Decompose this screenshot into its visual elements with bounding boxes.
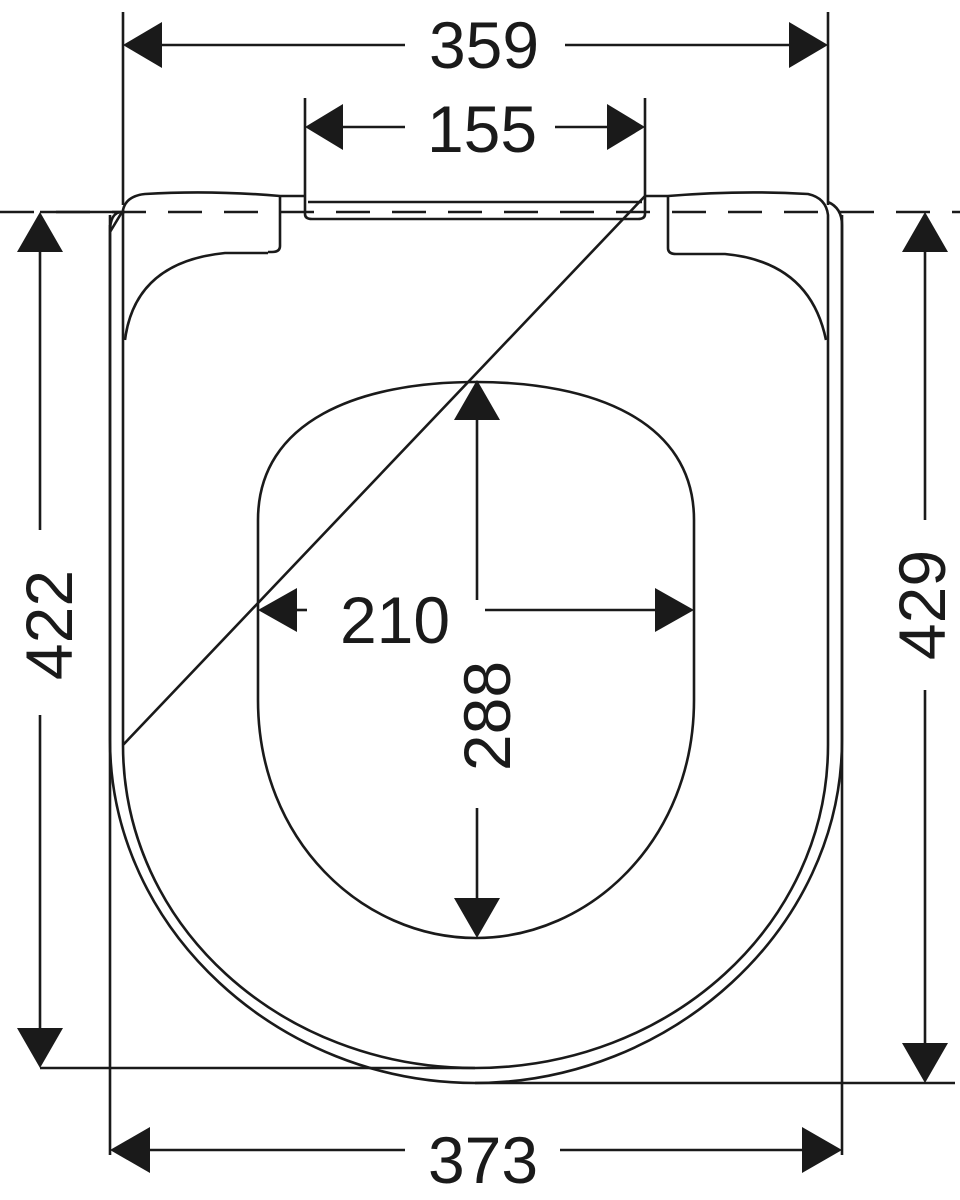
dimension-422: 422	[12, 210, 125, 1068]
dimension-label-359: 359	[429, 8, 539, 82]
extension-lines	[40, 12, 955, 1155]
dimension-155: 155	[305, 92, 645, 166]
left-hinge-notch	[268, 196, 282, 254]
lid-contour	[121, 191, 830, 1070]
dimension-210: 210	[258, 583, 694, 657]
dimension-label-373: 373	[428, 1123, 538, 1197]
seat-rim-inner-edge-right	[690, 252, 828, 341]
dimension-label-288: 288	[450, 661, 524, 771]
right-hinge-notch	[666, 196, 690, 256]
seat-rim-inner-edge	[123, 251, 268, 341]
dimension-label-422: 422	[12, 570, 86, 680]
dimension-label-429: 429	[885, 550, 959, 660]
dimension-288: 288	[450, 380, 524, 938]
seat-opening	[256, 380, 696, 940]
hinge-plate	[303, 200, 647, 221]
dimension-359: 359	[123, 8, 828, 82]
dimension-label-210: 210	[340, 583, 450, 657]
dimension-label-155: 155	[427, 92, 537, 166]
dimension-373: 373	[110, 1123, 842, 1197]
dimension-429: 429	[885, 212, 959, 1083]
